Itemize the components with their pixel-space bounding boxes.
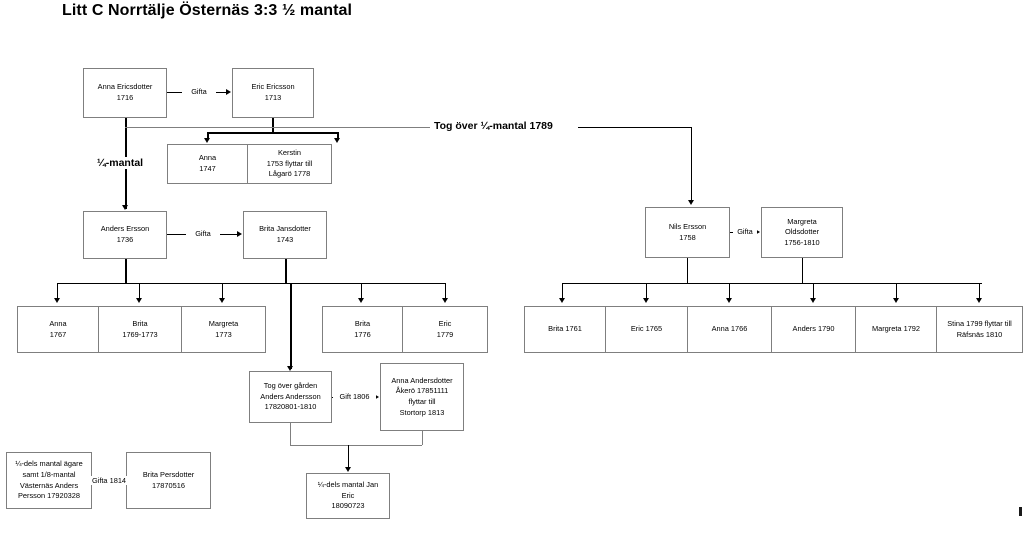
edge-gifta-2-label: Gifta	[186, 229, 220, 238]
node-eric-1765[interactable]: Eric 1765	[605, 306, 687, 353]
arrow-nils-ersson	[688, 200, 694, 205]
connector-gen3-right-family-bus	[562, 283, 982, 284]
node-anna-1767[interactable]: Anna 1767	[17, 306, 98, 353]
edge-kvarts-mantal-label: ¼-mantal	[95, 157, 146, 169]
stub-brita-1761	[562, 283, 563, 299]
arrow-anna-1747	[204, 138, 210, 143]
edge-gifta-1-label: Gifta	[182, 87, 216, 96]
stub-anders-1790	[813, 283, 814, 299]
arrow-anders-andersson	[287, 366, 293, 371]
arrow-brita-1769	[136, 298, 142, 303]
edge-gifta-3-label: Gifta	[733, 227, 757, 236]
arrow-brita-1761	[559, 298, 565, 303]
node-stina-1799[interactable]: Stina 1799 flyttar till Räfsnäs 1810	[936, 306, 1023, 353]
edge-gift-1806-arrow	[374, 394, 379, 400]
connector-eric-down	[272, 118, 274, 133]
connector-brita-jansdotter-down	[285, 259, 287, 283]
node-anders-persson[interactable]: ¼-dels mantal ägare samt 1/8-mantal Väst…	[6, 452, 92, 509]
node-brita-1776[interactable]: Brita 1776	[322, 306, 402, 353]
node-anders-ersson[interactable]: Anders Ersson 1736	[83, 211, 167, 259]
node-eric-1779[interactable]: Eric 1779	[402, 306, 488, 353]
connector-anna-andersdotter-child-down	[422, 431, 423, 445]
arrow-margreta-1792	[893, 298, 899, 303]
stub-brita-1769	[139, 283, 140, 299]
node-anna-andersdotter[interactable]: Anna Andersdotter Åkerö 17851111 flyttar…	[380, 363, 464, 431]
connector-anders-ersson-down	[125, 259, 127, 283]
node-brita-jansdotter[interactable]: Brita Jansdotter 1743	[243, 211, 327, 259]
stub-brita-1776	[361, 283, 362, 299]
edge-gifta-1814-label: Gifta 1814	[90, 476, 128, 485]
connector-margreta-olsdotter-down	[802, 258, 803, 283]
stub-eric-1765	[646, 283, 647, 299]
node-kerstin-1753[interactable]: Kerstin 1753 flyttar till Lågarö 1778	[247, 144, 332, 184]
node-eric-ericsson[interactable]: Eric Ericsson 1713	[232, 68, 314, 118]
stub-stina-1799	[979, 283, 980, 299]
edge-gifta-1-arrow	[226, 89, 231, 95]
node-nils-ersson[interactable]: Nils Ersson 1758	[645, 207, 730, 258]
connector-jan-eric-bus	[290, 445, 422, 446]
node-margreta-olsdotter[interactable]: Margreta Oldsdotter 1756-1810	[761, 207, 843, 258]
connector-tog-over-left	[125, 127, 430, 128]
edge-gift-1806-label: Gift 1806	[333, 392, 376, 401]
connector-jan-eric-down	[348, 445, 349, 470]
connector-nils-down	[687, 258, 688, 283]
arrow-kerstin-1753	[334, 138, 340, 143]
page-edge-artifact	[1019, 507, 1022, 516]
node-anna-ericsdotter[interactable]: Anna Ericsdotter 1716	[83, 68, 167, 118]
stub-anna-1767	[57, 283, 58, 299]
arrow-jan-eric	[345, 467, 351, 472]
stub-anna-1766	[729, 283, 730, 299]
connector-gen2-bus	[207, 132, 338, 134]
connector-tog-over-down	[691, 127, 692, 203]
node-anders-1790[interactable]: Anders 1790	[771, 306, 855, 353]
arrow-margreta-1773	[219, 298, 225, 303]
connector-gen3-left-bus	[57, 283, 285, 284]
edge-tog-over-label: Tog över ¼-mantal 1789	[432, 120, 555, 132]
arrow-anna-1767	[54, 298, 60, 303]
node-brita-persdotter[interactable]: Brita Persdotter 17870516	[126, 452, 211, 509]
page-title: Litt C Norrtälje Östernäs 3:3 ½ mantal	[62, 2, 353, 19]
arrow-anders-ersson	[122, 205, 128, 210]
arrow-stina-1799	[976, 298, 982, 303]
connector-anders-andersson-child-down	[290, 423, 291, 445]
stub-margreta-1792	[896, 283, 897, 299]
node-brita-1761[interactable]: Brita 1761	[524, 306, 605, 353]
arrow-brita-1776	[358, 298, 364, 303]
arrow-eric-1765	[643, 298, 649, 303]
node-anders-andersson[interactable]: Tog över gården Anders Andersson 1782080…	[249, 371, 332, 423]
node-jan-eric[interactable]: ¼-dels mantal Jan Eric 18090723	[306, 473, 390, 519]
stub-margreta-1773	[222, 283, 223, 299]
edge-gifta-2-arrow	[237, 231, 242, 237]
node-anna-1747[interactable]: Anna 1747	[167, 144, 247, 184]
arrow-anna-1766	[726, 298, 732, 303]
connector-anna1747-stub	[207, 132, 209, 140]
connector-gen3-right-bus	[285, 283, 445, 284]
connector-tog-over-right	[578, 127, 691, 128]
arrow-anders-1790	[810, 298, 816, 303]
arrow-eric-1779	[442, 298, 448, 303]
stub-eric-1779	[445, 283, 446, 299]
connector-anders-andersson-down	[290, 283, 292, 369]
node-margreta-1773[interactable]: Margreta 1773	[181, 306, 266, 353]
connector-kerstin-stub	[337, 132, 339, 140]
node-brita-1769[interactable]: Brita 1769-1773	[98, 306, 181, 353]
node-margreta-1792[interactable]: Margreta 1792	[855, 306, 936, 353]
node-anna-1766[interactable]: Anna 1766	[687, 306, 771, 353]
edge-gifta-3-arrow	[755, 229, 760, 235]
